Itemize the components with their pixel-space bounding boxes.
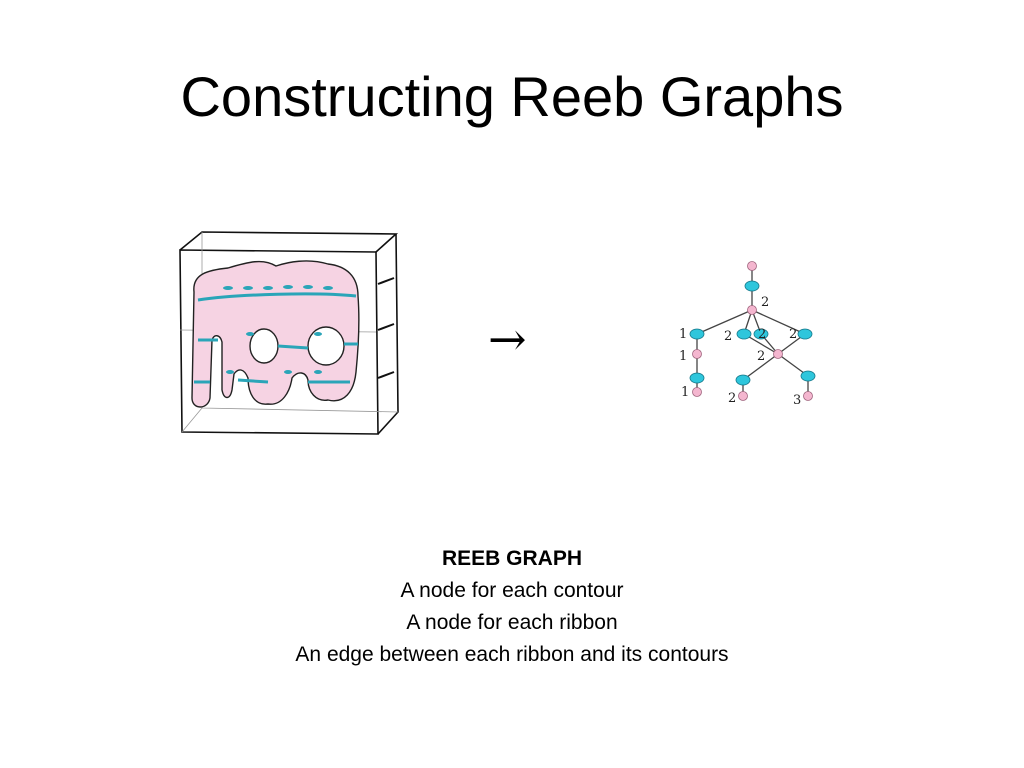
contour-node: [773, 349, 783, 359]
volume-shape-illustration: [179, 231, 399, 435]
box-right-face: [377, 233, 399, 435]
contour-node: [692, 387, 702, 397]
ribbon-node: [744, 280, 760, 292]
graph-label: 3: [793, 393, 801, 408]
box-top-face: [179, 231, 399, 253]
ribbon-node: [753, 328, 769, 340]
ribbon-node: [736, 328, 752, 340]
ribbon-node: [689, 372, 705, 384]
transform-arrow: →: [488, 312, 527, 366]
contour-node: [803, 391, 813, 401]
caption-heading: REEB GRAPH: [441, 547, 583, 570]
ribbon-node: [797, 328, 813, 340]
right-hole: [307, 326, 345, 366]
graph-label: 1: [679, 327, 687, 342]
contour-node: [747, 261, 757, 271]
contour-node: [738, 391, 748, 401]
graph-label: 1: [679, 349, 687, 364]
caption-line: An edge between each ribbon and its cont…: [295, 643, 729, 666]
caption: REEB GRAPH A node for each contour A nod…: [112, 543, 912, 671]
ribbon-node: [735, 374, 751, 386]
graph-label: 2: [757, 349, 765, 364]
contour-node: [747, 305, 757, 315]
contour-node: [692, 349, 702, 359]
left-hole: [249, 328, 279, 364]
ribbon-node: [800, 370, 816, 382]
reeb-graph-illustration: 2 1 2 2 2 1 2 1 2 3: [679, 261, 816, 408]
slide-title: Constructing Reeb Graphs: [180, 65, 844, 128]
ribbon-node: [689, 328, 705, 340]
graph-label: 2: [761, 295, 769, 310]
graph-label: 1: [681, 385, 689, 400]
graph-label: 2: [789, 327, 797, 342]
graph-label: 2: [728, 391, 736, 406]
graph-label: 2: [724, 329, 732, 344]
caption-line: A node for each contour: [400, 579, 624, 602]
graph-label: 2: [758, 327, 766, 342]
caption-line: A node for each ribbon: [406, 611, 618, 634]
